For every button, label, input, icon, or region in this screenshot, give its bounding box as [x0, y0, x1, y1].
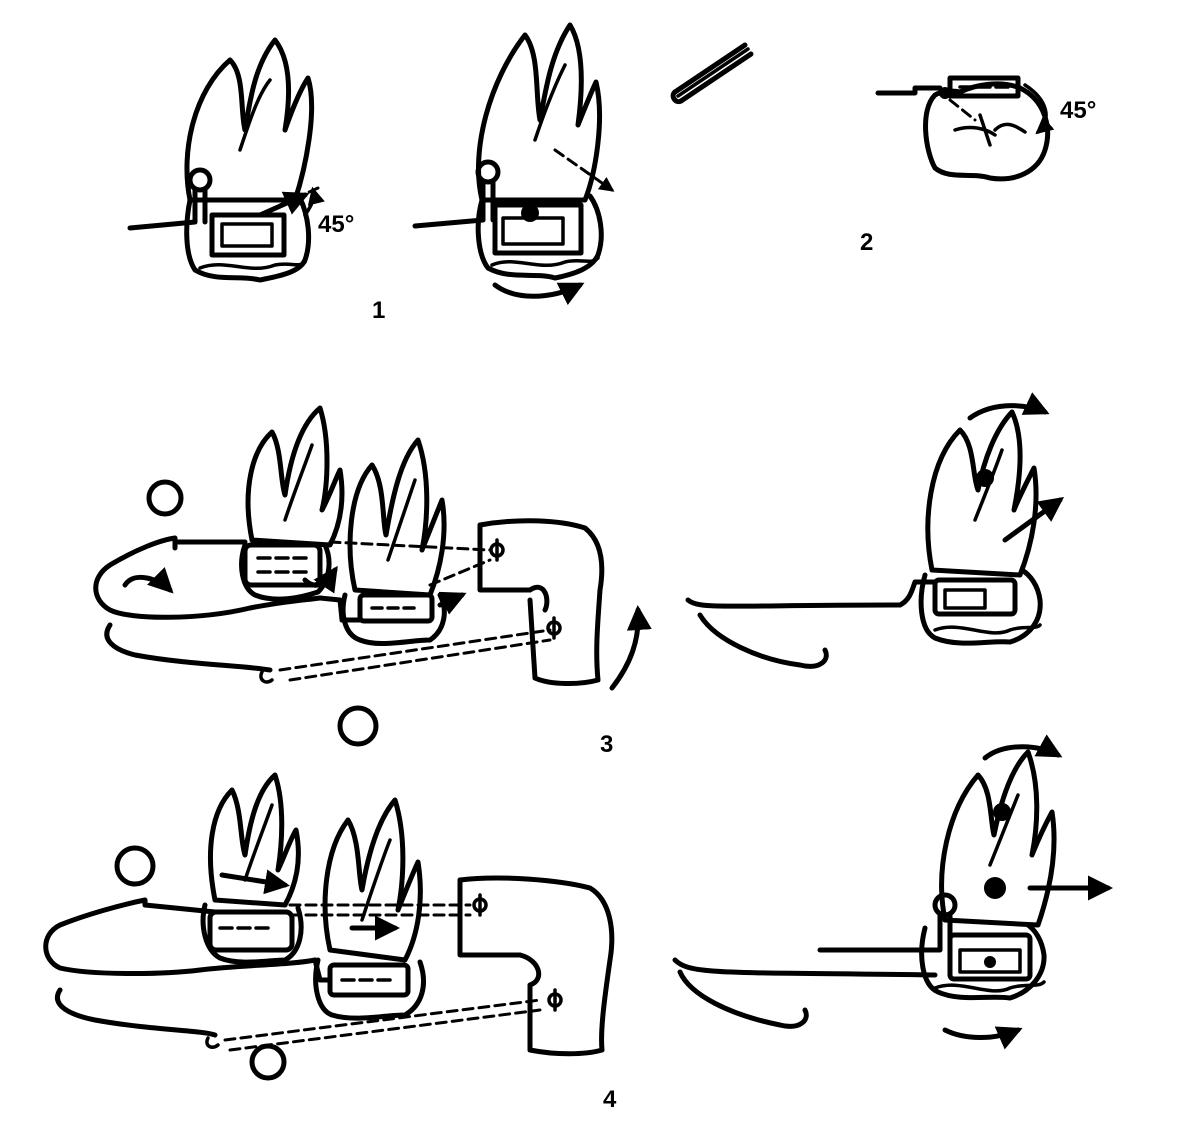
angle-label-fig2: 45° [1060, 97, 1096, 124]
figure-1-right-molar [412, 22, 615, 306]
wire-segment [670, 42, 754, 105]
figure-3-side-view [685, 392, 1065, 669]
figure-4-appliance [43, 772, 615, 1081]
figure-1-label: 1 [372, 297, 385, 324]
figure-4-label: 4 [603, 1086, 617, 1113]
figure-2-occlusal-molar [875, 75, 1055, 182]
angle-label-fig1: 45° [318, 211, 354, 238]
figure-4-side-view [672, 734, 1113, 1050]
figure-1-left-molar [127, 37, 325, 283]
figure-3-appliance [93, 405, 652, 747]
figure-3-label: 3 [600, 731, 613, 758]
figure-2-label: 2 [860, 229, 873, 256]
